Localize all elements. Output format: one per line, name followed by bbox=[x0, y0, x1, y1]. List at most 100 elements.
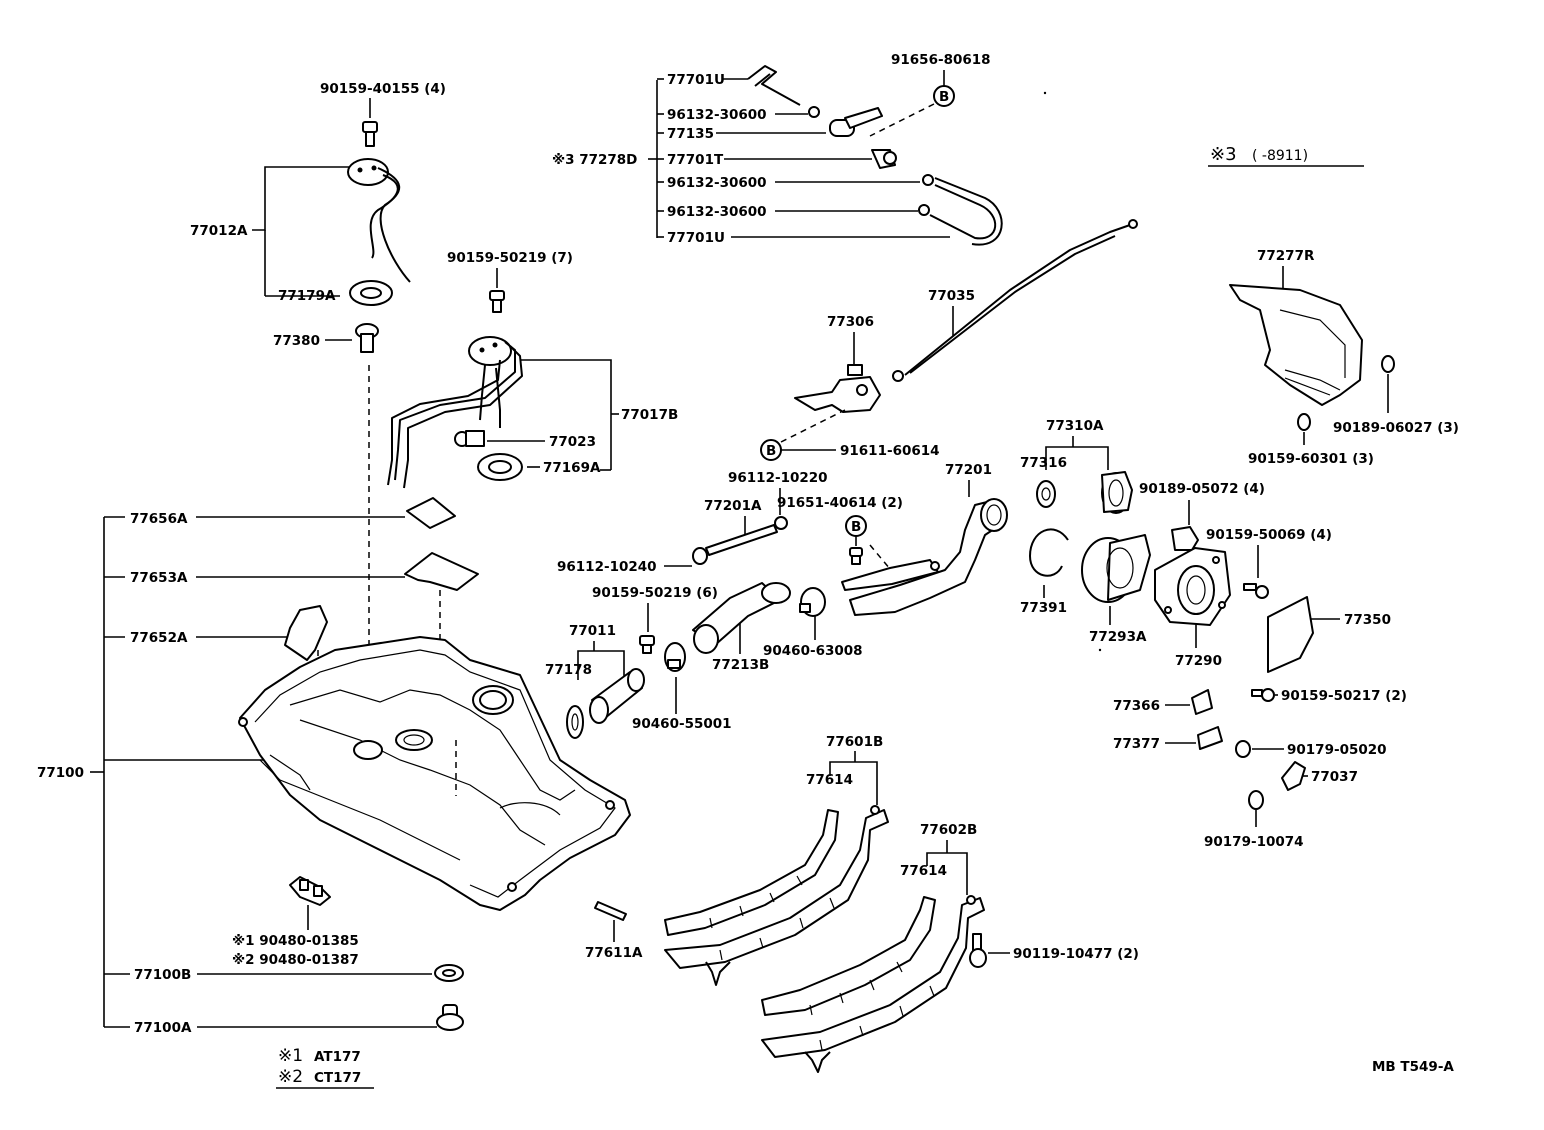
label-77653A: 77653A bbox=[130, 570, 188, 586]
label-77178: 77178 bbox=[545, 662, 592, 678]
filter-77023 bbox=[454, 430, 485, 447]
housing-77290 bbox=[1154, 547, 1231, 626]
label-90179-10074: 90179-10074 bbox=[1204, 834, 1304, 850]
label-77035: 77035 bbox=[928, 288, 975, 304]
rod-77611A bbox=[594, 901, 627, 921]
label-90159-50219-6: 90159-50219 (6) bbox=[592, 585, 718, 601]
note-ref1-model: AT177 bbox=[314, 1049, 361, 1065]
pump-tube-group: 90159-50219 (7) 77017B 77023 77169A bbox=[387, 250, 678, 489]
label-77310A: 77310A bbox=[1046, 418, 1104, 434]
protector-77277R bbox=[1229, 284, 1363, 406]
nut-90179-05020 bbox=[1235, 740, 1251, 758]
gasket-77316 bbox=[1036, 480, 1056, 508]
note-ref3-mark: ※3 bbox=[1210, 144, 1237, 165]
label-96132-30600-b: 96132-30600 bbox=[667, 175, 767, 191]
scan-speck bbox=[1098, 648, 1102, 652]
label-77316: 77316 bbox=[1020, 455, 1067, 471]
circle-b-a bbox=[933, 85, 955, 107]
label-77169A: 77169A bbox=[543, 460, 601, 476]
label-96112-10240: 96112-10240 bbox=[557, 559, 657, 575]
gasket-77169A bbox=[477, 453, 523, 481]
clamp-90460-63008 bbox=[799, 587, 826, 617]
label-77278D: ※3 77278D bbox=[552, 152, 637, 168]
plug-77100A bbox=[436, 1004, 464, 1031]
label-77377: 77377 bbox=[1113, 736, 1160, 752]
label-77100B: 77100B bbox=[134, 967, 191, 983]
clamp-96132-a bbox=[808, 106, 820, 118]
clamp-96112-10220 bbox=[774, 516, 788, 530]
cap-77310A bbox=[1101, 471, 1133, 514]
label-77017B: 77017B bbox=[621, 407, 678, 423]
label-77100A: 77100A bbox=[134, 1020, 192, 1036]
b-marker-c: B bbox=[851, 519, 861, 535]
label-96132-30600-a: 96132-30600 bbox=[667, 107, 767, 123]
circle-b-b bbox=[760, 439, 782, 461]
hose-77701U-b bbox=[929, 184, 997, 240]
bolt-90159-50069 bbox=[1243, 583, 1269, 599]
label-77290: 77290 bbox=[1175, 653, 1222, 669]
label-77306: 77306 bbox=[827, 314, 874, 330]
filler-pipe-77201 bbox=[841, 498, 1008, 616]
screw-90159-60301 bbox=[1297, 413, 1311, 431]
label-77135: 77135 bbox=[667, 126, 714, 142]
label-77380: 77380 bbox=[273, 333, 320, 349]
label-96112-10220: 96112-10220 bbox=[728, 470, 828, 486]
label-77652A: 77652A bbox=[130, 630, 188, 646]
label-90159-50069: 90159-50069 (4) bbox=[1206, 527, 1332, 543]
label-77012A: 77012A bbox=[190, 223, 248, 239]
label-77601B: 77601B bbox=[826, 734, 883, 750]
clamp-96132-b bbox=[922, 174, 934, 186]
label-90179-05020: 90179-05020 bbox=[1287, 742, 1387, 758]
screw-90159-50219-7 bbox=[489, 290, 505, 313]
spring-77377 bbox=[1197, 726, 1223, 750]
label-90189-05072: 90189-05072 (4) bbox=[1139, 481, 1265, 497]
note-ref3-range: ( -8911) bbox=[1252, 148, 1308, 164]
pad-77656A bbox=[406, 497, 456, 529]
label-77614-b: 77614 bbox=[900, 863, 947, 879]
label-77213B: 77213B bbox=[712, 657, 769, 673]
filler-opening-group: 77310A 77316 77391 90189-05072 (4) 90159… bbox=[1020, 248, 1459, 850]
label-91611-60614: 91611-60614 bbox=[840, 443, 940, 459]
screw-90159-40155 bbox=[362, 121, 378, 147]
vent-hose-group: 77701U 96132-30600 77135 ※3 77278D 77701… bbox=[552, 52, 1003, 246]
plug-77380 bbox=[355, 323, 379, 353]
screw-90159-50217 bbox=[1251, 688, 1275, 702]
opener-cable-77035 bbox=[892, 219, 1138, 382]
label-77277R: 77277R bbox=[1257, 248, 1315, 264]
filler-neck-77011 bbox=[589, 668, 645, 724]
label-77037: 77037 bbox=[1311, 769, 1358, 785]
label-90189-06027: 90189-06027 (3) bbox=[1333, 420, 1459, 436]
clip-90480 bbox=[289, 876, 331, 906]
label-77701U-b: 77701U bbox=[667, 230, 725, 246]
label-77100: 77100 bbox=[37, 765, 84, 781]
bolt-91651-40614 bbox=[849, 547, 863, 565]
label-91656-80618: 91656-80618 bbox=[891, 52, 991, 68]
lock-77306 bbox=[794, 364, 881, 413]
note-ref2-mark: ※2 bbox=[278, 1067, 303, 1087]
note-ref3: ※3 ( -8911) bbox=[1208, 144, 1364, 167]
label-77011: 77011 bbox=[569, 623, 616, 639]
bolt-90119-10477 bbox=[969, 933, 987, 968]
hose-77213B bbox=[692, 582, 791, 654]
hinge-77037 bbox=[1281, 761, 1306, 791]
label-90480-01387: ※2 90480-01387 bbox=[232, 952, 359, 968]
label-90119-10477: 90119-10477 (2) bbox=[1013, 946, 1139, 962]
diagram-code: MB T549-A bbox=[1372, 1059, 1454, 1075]
label-77293A: 77293A bbox=[1089, 629, 1147, 645]
label-96132-30600-c: 96132-30600 bbox=[667, 204, 767, 220]
fuel-sender-gauge bbox=[347, 158, 411, 283]
label-77701U-a: 77701U bbox=[667, 72, 725, 88]
label-77350: 77350 bbox=[1344, 612, 1391, 628]
band-77601B bbox=[664, 805, 889, 986]
label-77614-a: 77614 bbox=[806, 772, 853, 788]
b-marker-a: B bbox=[939, 89, 949, 105]
filler-pipe-group: 96112-10220 77201A 96112-10240 90159-502… bbox=[545, 462, 1008, 739]
label-77391: 77391 bbox=[1020, 600, 1067, 616]
lid-77350 bbox=[1267, 596, 1314, 673]
label-77611A: 77611A bbox=[585, 945, 643, 961]
note-ref1-mark: ※1 bbox=[278, 1046, 303, 1066]
sender-gauge-group: 90159-40155 (4) 77012A 77179A 77380 bbox=[190, 81, 446, 742]
label-77023: 77023 bbox=[549, 434, 596, 450]
gasket-77178 bbox=[566, 705, 584, 739]
gasket-77179A bbox=[349, 280, 393, 306]
